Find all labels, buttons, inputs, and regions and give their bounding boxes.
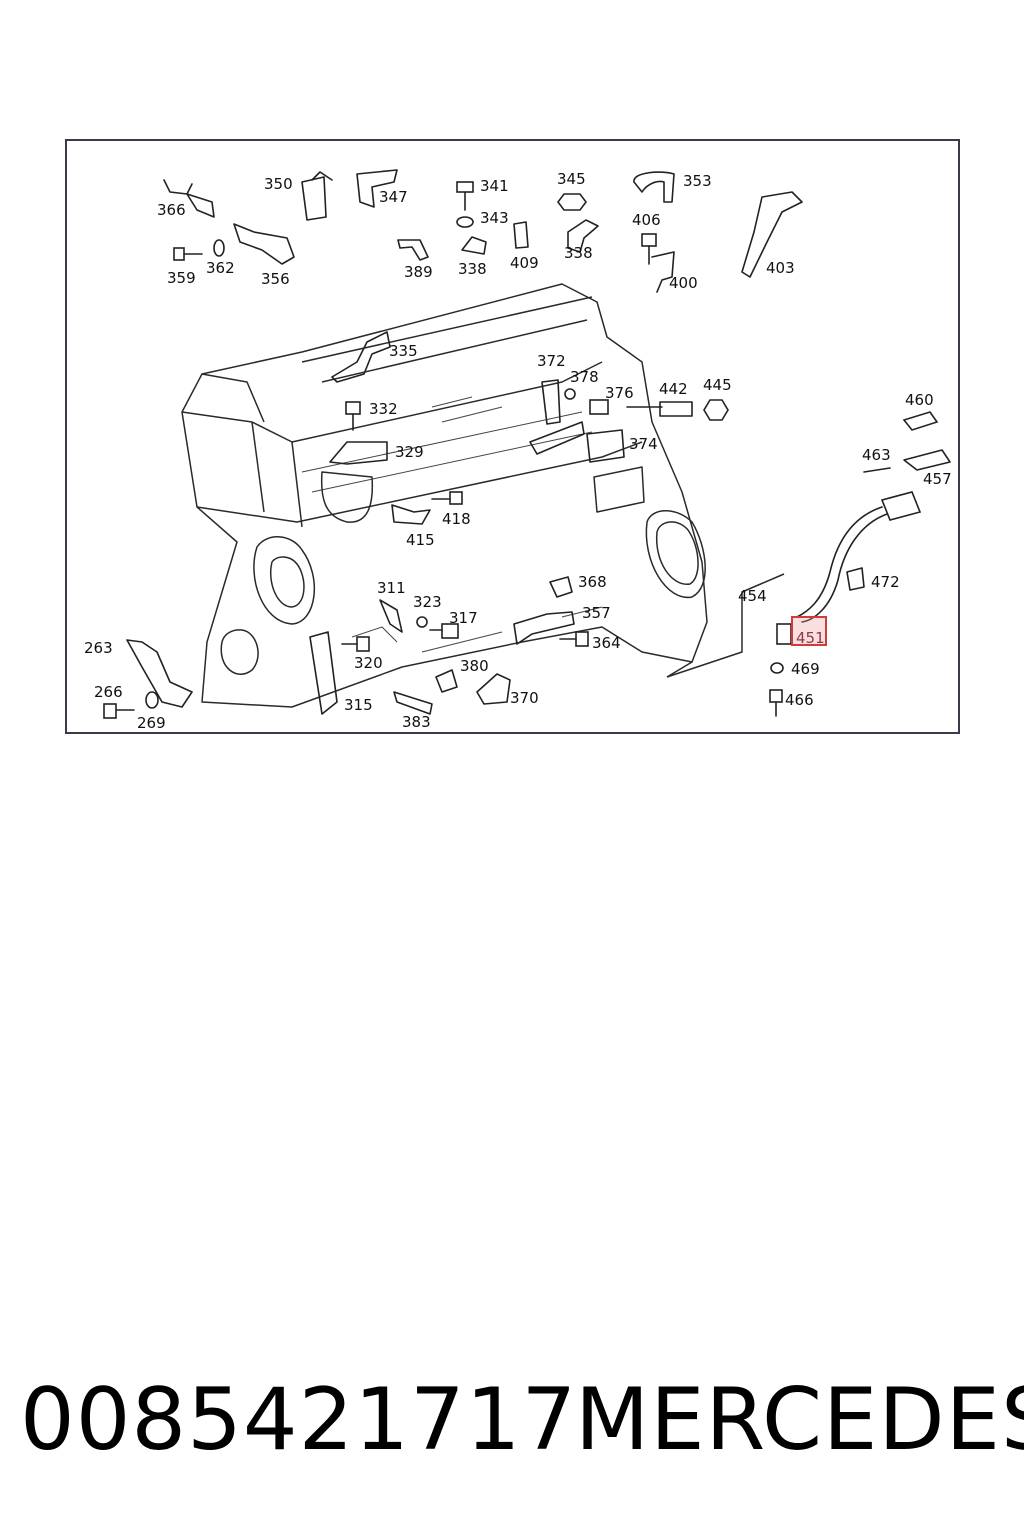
callout-label: 362 xyxy=(206,259,235,277)
small-parts-illustrations xyxy=(103,169,951,719)
callout-label: 418 xyxy=(442,510,471,528)
callout-label: 370 xyxy=(510,689,539,707)
callout-label: 454 xyxy=(738,587,767,605)
callout-label: 415 xyxy=(406,531,435,549)
callout-label: 460 xyxy=(905,391,934,409)
parts-diagram-frame: 366 350 347 341 345 353 359 362 356 389 … xyxy=(65,139,960,734)
callout-label: 442 xyxy=(659,380,688,398)
callout-label: 335 xyxy=(389,342,418,360)
engine-block-illustration xyxy=(181,283,785,708)
callout-label: 350 xyxy=(264,175,293,193)
callout-label: 380 xyxy=(460,657,489,675)
callout-label: 338 xyxy=(458,260,487,278)
callout-label: 457 xyxy=(923,470,952,488)
callout-label: 372 xyxy=(537,352,566,370)
callout-label: 353 xyxy=(683,172,712,190)
callout-label: 466 xyxy=(785,691,814,709)
highlighted-callout-label: 451 xyxy=(796,629,825,647)
callout-label: 317 xyxy=(449,609,478,627)
callout-label: 347 xyxy=(379,188,408,206)
callout-label: 389 xyxy=(404,263,433,281)
callout-label: 403 xyxy=(766,259,795,277)
callout-label: 356 xyxy=(261,270,290,288)
callout-label: 357 xyxy=(582,604,611,622)
callout-label: 269 xyxy=(137,714,166,732)
callout-label: 359 xyxy=(167,269,196,287)
callout-label: 378 xyxy=(570,368,599,386)
brand-name: MERCEDES xyxy=(575,1370,1024,1470)
callout-label: 400 xyxy=(669,274,698,292)
callout-label: 311 xyxy=(377,579,406,597)
callout-label: 469 xyxy=(791,660,820,678)
callout-label: 445 xyxy=(703,376,732,394)
callout-label: 329 xyxy=(395,443,424,461)
callout-label: 320 xyxy=(354,654,383,672)
callout-label: 332 xyxy=(369,400,398,418)
callout-label: 263 xyxy=(84,639,113,657)
callout-label: 323 xyxy=(413,593,442,611)
callout-label: 406 xyxy=(632,211,661,229)
part-number: 0085421717 xyxy=(20,1370,578,1470)
highlighted-part-box[interactable] xyxy=(791,616,827,646)
callout-label: 374 xyxy=(629,435,658,453)
callout-label: 338 xyxy=(564,244,593,262)
footer: 0085421717 MERCEDES xyxy=(20,1370,1024,1470)
callout-label: 463 xyxy=(862,446,891,464)
callout-label: 266 xyxy=(94,683,123,701)
callout-label: 364 xyxy=(592,634,621,652)
callout-labels: 366 350 347 341 345 353 359 362 356 389 … xyxy=(84,170,952,732)
callout-label: 315 xyxy=(344,696,373,714)
callout-label: 341 xyxy=(480,177,509,195)
callout-label: 343 xyxy=(480,209,509,227)
callout-label: 366 xyxy=(157,201,186,219)
callout-label: 376 xyxy=(605,384,634,402)
callout-label: 368 xyxy=(578,573,607,591)
callout-label: 409 xyxy=(510,254,539,272)
callout-label: 383 xyxy=(402,713,431,731)
callout-label: 472 xyxy=(871,573,900,591)
engine-parts-drawing: 366 350 347 341 345 353 359 362 356 389 … xyxy=(84,169,952,732)
callout-label: 345 xyxy=(557,170,586,188)
